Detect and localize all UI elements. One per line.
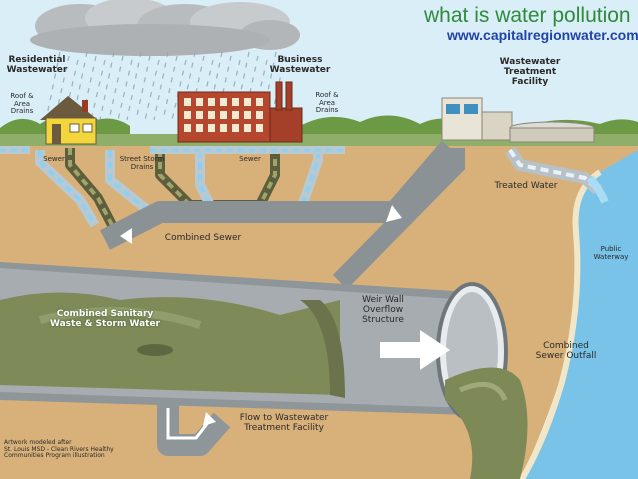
building-window (232, 124, 239, 132)
label-street-storm-drains: Street Storm Drains (110, 156, 174, 171)
building-window (244, 98, 251, 106)
building-window (184, 98, 191, 106)
building-window (256, 111, 263, 119)
website-url: www.capitalregionwater.com (447, 27, 638, 43)
label-treatment-facility: Wastewater Treatment Facility (490, 58, 570, 88)
building-window (220, 124, 227, 132)
building-window (244, 124, 251, 132)
building-window (208, 98, 215, 106)
building-window (196, 111, 203, 119)
building-window (256, 98, 263, 106)
building-window (232, 98, 239, 106)
building-window (184, 111, 191, 119)
label-flow-to-treatment: Flow to Wastewater Treatment Facility (224, 414, 344, 434)
label-combined-sewer-outfall: Combined Sewer Outfall (516, 342, 616, 362)
label-combined-sanitary: Combined Sanitary Waste & Storm Water (40, 310, 170, 330)
label-roof-drains-left: Roof & Area Drains (0, 93, 44, 116)
building-window (256, 124, 263, 132)
label-weir-wall: Weir Wall Overflow Structure (348, 296, 418, 326)
building-window (208, 111, 215, 119)
label-residential-wastewater: Residential Wastewater (2, 56, 72, 76)
page-title: what is water pollution (424, 4, 631, 28)
label-roof-drains-right: Roof & Area Drains (305, 92, 349, 115)
building-window (208, 124, 215, 132)
building-window (232, 111, 239, 119)
building-window (244, 111, 251, 119)
rain-cloud (30, 0, 300, 56)
building-window (184, 124, 191, 132)
label-treated-water: Treated Water (484, 182, 568, 192)
label-business-wastewater: Business Wastewater (265, 56, 335, 76)
building-window (196, 124, 203, 132)
building-window (220, 98, 227, 106)
label-sewer-left: Sewer (36, 156, 72, 164)
building-window (196, 98, 203, 106)
artwork-credit: Artwork modeled after St. Louis MSD - Cl… (4, 440, 154, 460)
label-public-waterway: Public Waterway (584, 246, 638, 261)
building-window (220, 111, 227, 119)
label-sewer-right: Sewer (232, 156, 268, 164)
label-combined-sewer: Combined Sewer (148, 234, 258, 244)
